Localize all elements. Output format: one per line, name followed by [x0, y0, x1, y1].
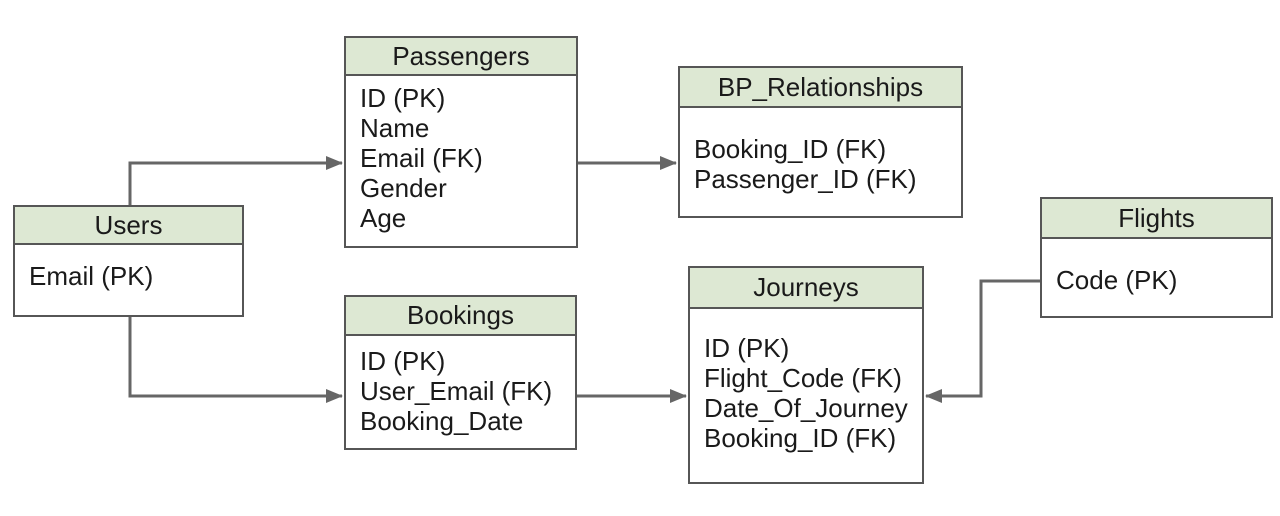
field-gender: Gender: [360, 173, 447, 203]
table-bp-relationships-header: BP_Relationships: [680, 68, 961, 108]
field-booking-date: Booking_Date: [360, 406, 524, 436]
table-passengers-fields: ID (PK) Name Email (FK) Gender Age: [346, 76, 576, 233]
field-booking-id-fk: Booking_ID (FK): [694, 134, 887, 164]
table-users-title: Users: [94, 209, 163, 240]
field-date-of-journey: Date_Of_Journey: [704, 393, 908, 423]
table-passengers-header: Passengers: [346, 38, 576, 76]
field-flight-code-fk: Flight_Code (FK): [704, 363, 902, 393]
field-passenger-id-fk: Passenger_ID (FK): [694, 164, 917, 194]
table-journeys: Journeys ID (PK) Flight_Code (FK) Date_O…: [688, 266, 924, 484]
field-code-pk: Code (PK): [1056, 265, 1178, 295]
table-bookings-header: Bookings: [346, 297, 575, 336]
field-age: Age: [360, 203, 407, 233]
connector-users-bookings: [128, 317, 343, 403]
field-id-pk: ID (PK): [704, 333, 790, 363]
table-bookings-title: Bookings: [407, 300, 514, 330]
table-journeys-title: Journeys: [753, 272, 859, 302]
connector-users-passengers: [128, 156, 343, 205]
table-passengers-title: Passengers: [392, 40, 530, 71]
table-users-header: Users: [15, 207, 242, 245]
field-email-fk: Email (FK): [360, 143, 483, 173]
table-bp-relationships-title: BP_Relationships: [717, 71, 924, 102]
table-flights: Flights Code (PK): [1040, 197, 1273, 318]
table-bookings-fields: ID (PK) User_Email (FK) Booking_Date: [346, 336, 575, 436]
table-users: Users Email (PK): [13, 205, 244, 317]
table-flights-fields: Code (PK): [1042, 239, 1271, 295]
table-bookings: Bookings ID (PK) User_Email (FK) Booking…: [344, 295, 577, 450]
field-id-pk: ID (PK): [360, 83, 446, 113]
field-name: Name: [360, 113, 430, 143]
field-id-pk: ID (PK): [360, 346, 446, 376]
table-passengers: Passengers ID (PK) Name Email (FK) Gende…: [344, 36, 578, 248]
table-journeys-fields: ID (PK) Flight_Code (FK) Date_Of_Journey…: [690, 309, 922, 453]
table-bp-relationships: BP_Relationships Booking_ID (FK) Passeng…: [678, 66, 963, 218]
table-flights-title: Flights: [1118, 202, 1195, 233]
table-flights-header: Flights: [1042, 199, 1271, 239]
table-journeys-header: Journeys: [690, 268, 922, 309]
connector-flights-journeys: [925, 279, 1040, 403]
field-user-email-fk: User_Email (FK): [360, 376, 553, 406]
table-users-fields: Email (PK): [15, 245, 242, 291]
table-bp-relationships-fields: Booking_ID (FK) Passenger_ID (FK): [680, 108, 961, 194]
field-booking-id-fk: Booking_ID (FK): [704, 423, 897, 453]
field-email-pk: Email (PK): [29, 261, 154, 291]
